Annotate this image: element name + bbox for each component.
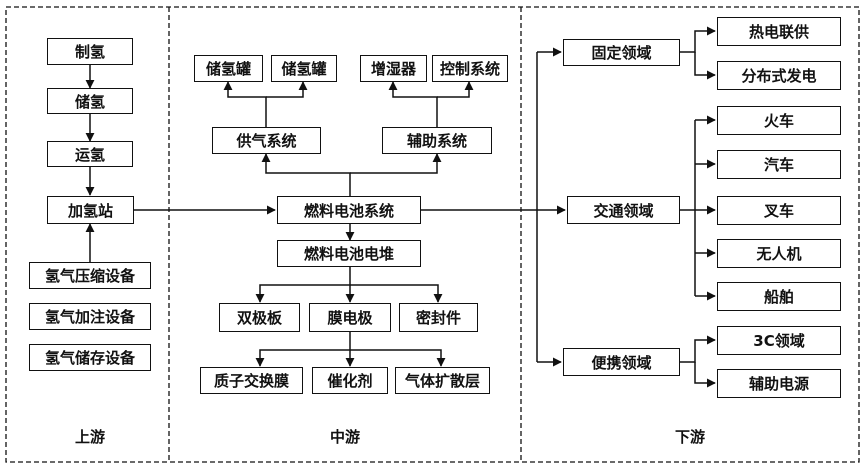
arrow-auxiliary-to-humidifier xyxy=(388,81,438,127)
node-storage-tank-2: 储氢罐 xyxy=(271,55,337,82)
node-seal: 密封件 xyxy=(399,303,478,332)
node-catalyst: 催化剂 xyxy=(312,367,388,394)
node-drone: 无人机 xyxy=(717,239,841,268)
arrow-stack-to-bipolar-plate xyxy=(255,267,351,303)
node-3c-field: 3C领域 xyxy=(717,326,841,355)
arrow-mea-to-pem xyxy=(255,332,351,367)
arrow-to-3c-field xyxy=(680,335,716,363)
arrow-to-chp xyxy=(680,26,716,53)
node-gas-diffusion-layer: 气体扩散层 xyxy=(395,367,490,394)
arrow-auxiliary-to-control xyxy=(437,81,474,98)
node-h2-compression-equipment: 氢气压缩设备 xyxy=(29,262,151,289)
node-proton-exchange-membrane: 质子交换膜 xyxy=(200,367,303,394)
node-h2-station: 加氢站 xyxy=(47,196,134,224)
arrow-gas-supply-to-tank-1 xyxy=(223,81,267,127)
node-fuel-cell-stack: 燃料电池电堆 xyxy=(277,240,421,267)
arrow-to-auxiliary-power xyxy=(694,362,716,388)
node-bipolar-plate: 双极板 xyxy=(219,303,300,332)
section-label-midstream: 中游 xyxy=(329,428,361,446)
arrow-gas-supply-to-tank-2 xyxy=(266,81,308,98)
node-membrane-electrode: 膜电极 xyxy=(309,303,391,332)
section-label-upstream: 上游 xyxy=(74,428,106,446)
node-forklift: 叉车 xyxy=(717,196,841,225)
node-auxiliary-system: 辅助系统 xyxy=(382,127,492,154)
node-h2-transport: 运氢 xyxy=(47,141,133,167)
node-control-system: 控制系统 xyxy=(432,55,508,82)
arrow-system-to-gas-supply xyxy=(261,153,351,196)
arrow-mea-to-gdl xyxy=(350,349,446,367)
arrow-system-to-auxiliary xyxy=(350,153,442,174)
node-storage-tank-1: 储氢罐 xyxy=(194,55,263,82)
node-chp: 热电联供 xyxy=(717,17,841,46)
node-train: 火车 xyxy=(717,106,841,135)
node-distributed-generation: 分布式发电 xyxy=(717,61,841,90)
node-h2-storage-equipment: 氢气储存设备 xyxy=(29,344,151,371)
node-h2-filling-equipment: 氢气加注设备 xyxy=(29,303,151,330)
arrow-stack-to-seal xyxy=(350,284,443,303)
node-gas-supply-system: 供气系统 xyxy=(212,127,321,154)
node-portable-field: 便携领域 xyxy=(563,348,680,376)
section-label-downstream: 下游 xyxy=(674,428,706,446)
node-fuel-cell-system: 燃料电池系统 xyxy=(277,196,421,224)
node-auxiliary-power: 辅助电源 xyxy=(717,369,841,398)
node-h2-storage: 储氢 xyxy=(47,88,133,114)
arrow-to-distributed-generation xyxy=(694,52,716,80)
node-stationary-field: 固定领域 xyxy=(563,39,680,66)
node-humidifier: 增湿器 xyxy=(360,55,427,82)
node-transport-field: 交通领域 xyxy=(567,196,680,224)
outer-dashed-frame xyxy=(5,6,860,463)
node-car: 汽车 xyxy=(717,150,841,179)
node-ship: 船舶 xyxy=(717,282,841,311)
node-h2-production: 制氢 xyxy=(47,38,133,65)
